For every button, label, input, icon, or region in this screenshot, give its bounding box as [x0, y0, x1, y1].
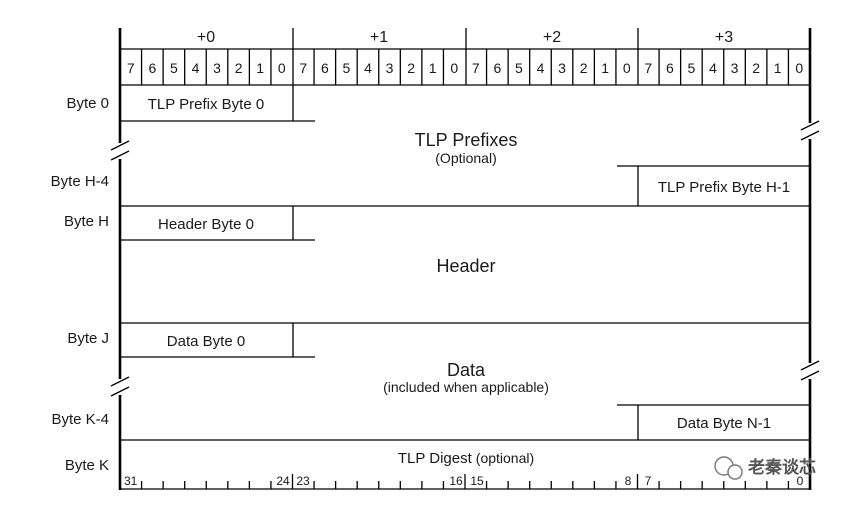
bit-number-label: 4	[364, 60, 372, 76]
axis-label-31: 31	[124, 474, 138, 488]
bottom-bit-axis	[119, 474, 811, 489]
axis-label-7: 7	[645, 474, 652, 488]
offset-label-0: +0	[197, 29, 215, 46]
bit-number-label: 1	[774, 60, 782, 76]
prefix-byte-h1-field: TLP Prefix Byte H-1	[658, 179, 790, 196]
bit-number-label: 1	[601, 60, 609, 76]
axis-label-15: 15	[470, 474, 484, 488]
wechat-icon-small-bubble	[727, 464, 743, 480]
bit-number-label: 1	[256, 60, 264, 76]
bit-number-label: 7	[127, 60, 135, 76]
bit-number-label: 0	[278, 60, 286, 76]
tlp-prefix-region: TLP Prefix Byte 0 TLP Prefixes (Optional…	[110, 85, 820, 206]
bit-number-label: 2	[407, 60, 415, 76]
bit-number-label: 7	[644, 60, 652, 76]
bit-number-label: 0	[450, 60, 458, 76]
bit-number-label: 6	[321, 60, 329, 76]
data-title: Data	[447, 360, 486, 380]
bit-number-label: 3	[558, 60, 566, 76]
left-break-slash-b	[110, 150, 130, 161]
prefixes-note: (Optional)	[435, 150, 496, 166]
row-label-byte-h4: Byte H-4	[51, 173, 109, 190]
right-break-slash-a	[800, 120, 820, 131]
bit-number-label: 0	[623, 60, 631, 76]
offset-label-1: +1	[370, 29, 388, 46]
bit-number-label: 6	[493, 60, 501, 76]
row-label-byte-k4: Byte K-4	[51, 411, 109, 428]
right-break-slash-c	[800, 360, 820, 371]
bit-number-label: 3	[386, 60, 394, 76]
digest-note: (optional)	[476, 450, 534, 466]
right-break-slash-d	[800, 370, 820, 381]
offset-label-3: +3	[715, 29, 733, 46]
bit-number-label: 5	[343, 60, 351, 76]
header-region: Header Byte 0 Header	[120, 206, 496, 276]
header-title: Header	[436, 256, 495, 276]
bit-number-label: 2	[235, 60, 243, 76]
bit-number-label: 5	[170, 60, 178, 76]
bit-number-label: 3	[731, 60, 739, 76]
bit-number-label: 4	[709, 60, 717, 76]
axis-label-16: 16	[449, 474, 463, 488]
watermark: 老秦谈芯	[714, 456, 816, 480]
axis-label-23: 23	[296, 474, 310, 488]
bit-number-label: 3	[213, 60, 221, 76]
prefixes-title: TLP Prefixes	[415, 130, 518, 150]
axis-label-24: 24	[276, 474, 290, 488]
left-break-slash-d	[110, 386, 130, 397]
right-break-slash-b	[800, 130, 820, 141]
row-label-byte-j: Byte J	[67, 330, 109, 347]
left-break-slash-c	[110, 376, 130, 387]
bit-number-label: 7	[472, 60, 480, 76]
row-label-byte-0: Byte 0	[66, 95, 109, 112]
prefix-byte-0-field: TLP Prefix Byte 0	[148, 96, 264, 113]
bit-number-label: 2	[580, 60, 588, 76]
row-label-byte-h: Byte H	[64, 213, 109, 230]
bit-number-label: 0	[795, 60, 803, 76]
digest-title: TLP Digest	[398, 450, 473, 467]
bit-number-label: 4	[537, 60, 545, 76]
axis-label-0: 0	[797, 474, 804, 488]
bit-number-label: 6	[666, 60, 674, 76]
watermark-text: 老秦谈芯	[747, 457, 816, 478]
bit-number-label: 5	[688, 60, 696, 76]
header-byte-0-field: Header Byte 0	[158, 216, 254, 233]
row-label-byte-k: Byte K	[65, 457, 109, 474]
data-note: (included when applicable)	[383, 379, 549, 395]
data-byte-0-field: Data Byte 0	[167, 333, 245, 350]
digest-field: TLP Digest(optional)	[398, 450, 534, 467]
bit-number-label: 6	[148, 60, 156, 76]
bit-number-label: 4	[192, 60, 200, 76]
offset-label-2: +2	[543, 29, 561, 46]
bit-number-label: 2	[752, 60, 760, 76]
axis-label-8: 8	[625, 474, 632, 488]
bit-number-label: 1	[429, 60, 437, 76]
bit-number-label: 7	[299, 60, 307, 76]
left-break-slash-a	[110, 140, 130, 151]
data-byte-n1-field: Data Byte N-1	[677, 415, 771, 432]
bit-number-label: 5	[515, 60, 523, 76]
data-region: Data Byte 0 Data (included when applicab…	[110, 323, 820, 440]
